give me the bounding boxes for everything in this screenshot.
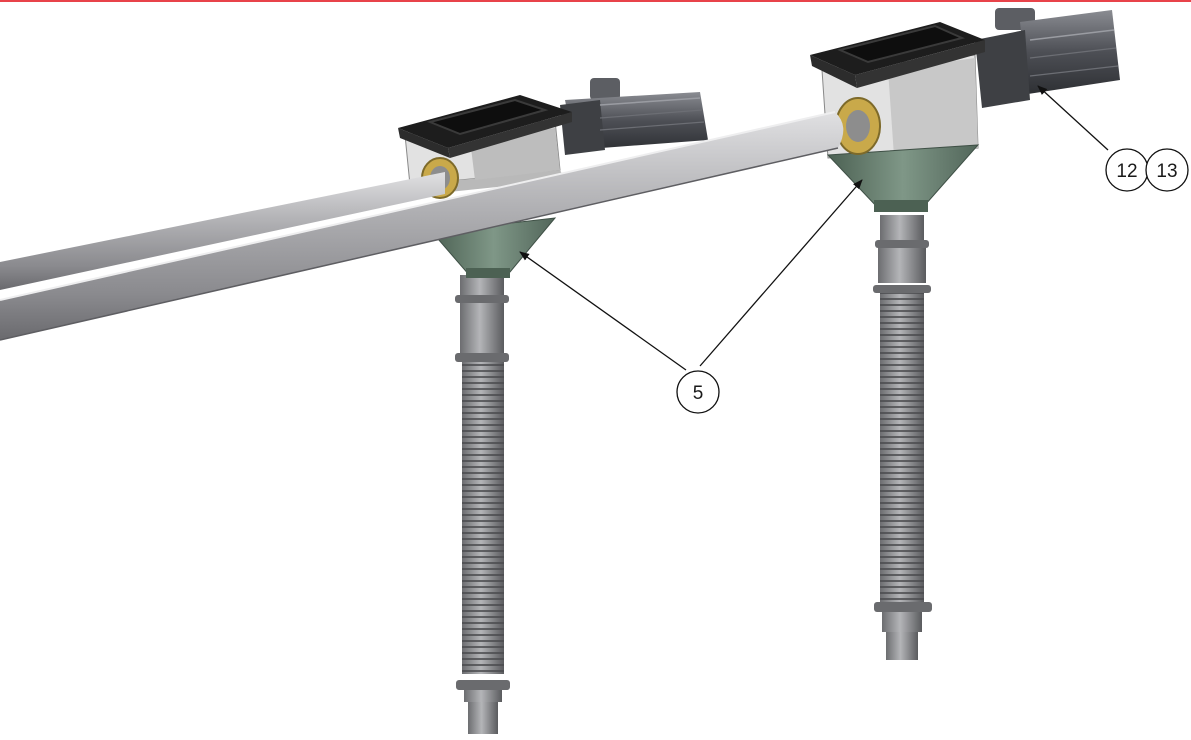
callout-12-label: 12	[1116, 161, 1137, 182]
leader-line-5-left	[519, 251, 687, 371]
callout-12: 12	[1105, 148, 1149, 192]
right-motor	[975, 8, 1120, 108]
callout-13-circle	[1145, 148, 1189, 192]
leader-line-5-right	[699, 179, 863, 367]
left-motor	[560, 78, 708, 155]
callout-leaders	[519, 85, 1109, 371]
left-inlet-unit	[398, 78, 708, 278]
left-inlet-lid	[398, 95, 572, 158]
right-inlet-lid	[810, 22, 985, 88]
conveyor-tube-rear	[0, 172, 445, 290]
conveyor-tube-front	[0, 111, 844, 341]
leader-line-12	[1037, 85, 1109, 151]
callout-5-circle	[676, 370, 720, 414]
callout-13: 13	[1145, 148, 1189, 192]
right-inlet-unit	[810, 8, 1120, 212]
top-accent-rule	[0, 0, 1191, 2]
right-flex-hose	[873, 215, 932, 660]
callout-5: 5	[676, 370, 720, 414]
left-flex-hose	[455, 275, 510, 734]
callout-5-label: 5	[693, 383, 704, 404]
callout-13-label: 13	[1156, 161, 1177, 182]
